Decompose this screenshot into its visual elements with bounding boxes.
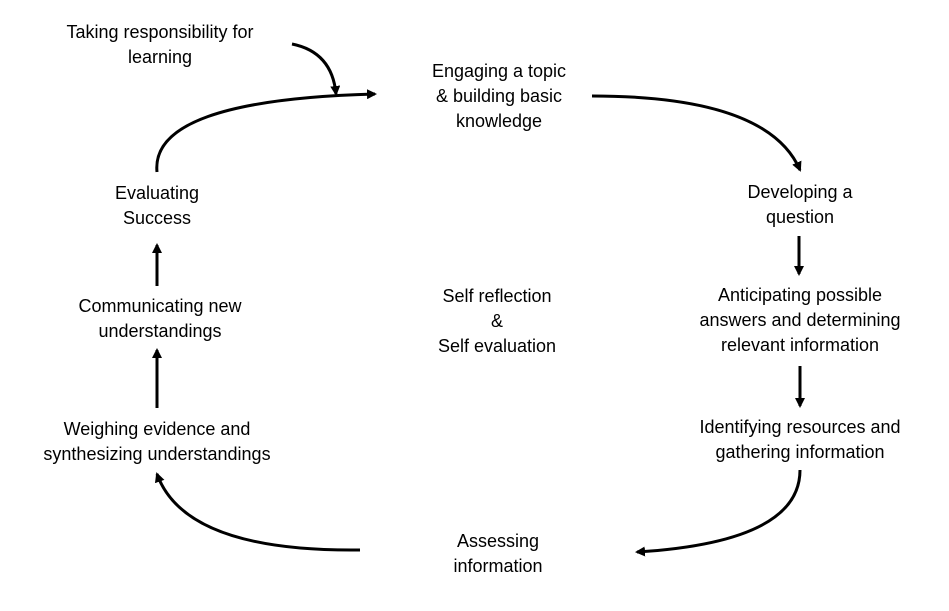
arrow-intro-to-engaging [291,42,341,96]
intro-taking-responsibility: Taking responsibility for learning [66,22,254,67]
arrow-identifying-to-assessing [635,469,802,557]
step-evaluating-success: Evaluating Success [114,183,200,228]
step-engaging-topic: Engaging a topic & building basic knowle… [431,61,567,131]
step-developing-question: Developing a question [747,182,853,227]
arrow-evaluating-to-engaging [155,89,377,173]
center-self-reflection: Self reflection & Self evaluation [437,286,557,356]
arrow-engaging-to-question [591,94,802,172]
step-identifying-resources: Identifying resources and gathering info… [699,417,901,462]
step-weighing-evidence: Weighing evidence and synthesizing under… [43,419,271,464]
arrow-assessing-to-weighing [155,472,361,552]
step-communicating-understandings: Communicating new understandings [78,296,242,341]
step-anticipating-answers: Anticipating possible answers and determ… [699,285,901,355]
step-assessing-information: Assessing information [453,531,543,576]
